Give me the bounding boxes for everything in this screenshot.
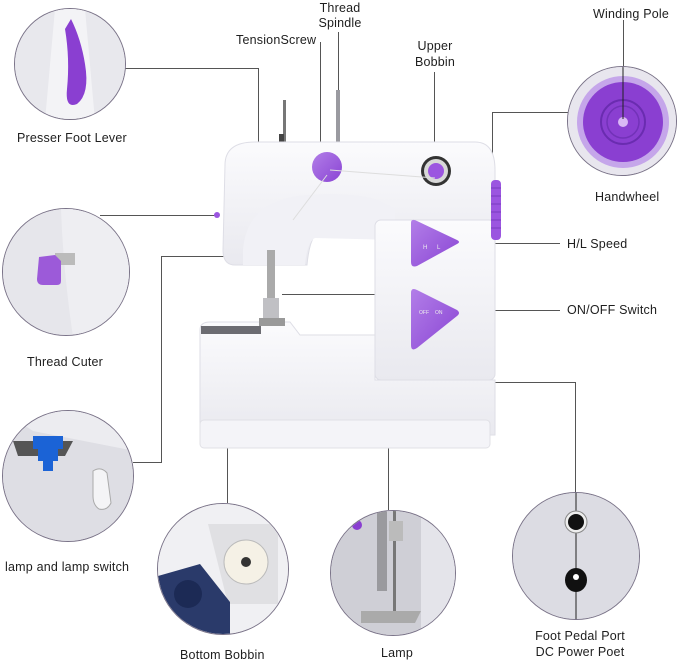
sewing-machine-illustration: H L OFF ON <box>195 90 505 460</box>
leader-on-off <box>455 310 560 311</box>
label-dc-power-port: DC Power Poet <box>535 645 625 659</box>
detail-lamp <box>330 510 456 636</box>
leader-handwheel-v <box>492 112 493 192</box>
thread-cutter-icon <box>37 255 61 285</box>
label-foot-pedal-port: Foot Pedal Port <box>535 629 625 643</box>
leader-thread-cutter <box>100 215 216 216</box>
label-lamp-switch: lamp and lamp switch <box>5 560 130 574</box>
leader-ports-v <box>575 382 576 512</box>
lamp-switch-icon <box>33 436 63 471</box>
label-thread-spindle-2: Spindle <box>318 16 362 30</box>
label-upper-bobbin-2: Bobbin <box>414 55 456 69</box>
detail-thread-cutter <box>2 208 130 336</box>
handwheel-edge <box>491 180 501 240</box>
on-off-button-shape <box>411 289 459 350</box>
winding-pole-icon <box>618 117 628 127</box>
leader-presser-foot-v <box>258 68 259 165</box>
leader-presser-foot <box>124 68 259 69</box>
presser-lever-icon <box>65 19 87 105</box>
label-lamp: Lamp <box>381 646 414 660</box>
detail-bottom-bobbin <box>157 503 289 635</box>
tension-screw-knob <box>312 152 342 182</box>
bulb-icon <box>92 468 112 510</box>
label-handwheel: Handwheel <box>595 190 660 204</box>
leader-lamp-h <box>282 294 389 295</box>
label-upper-bobbin-1: Upper <box>417 39 453 53</box>
detail-lamp-switch <box>2 410 134 542</box>
detail-ports <box>512 492 640 620</box>
speed-marking-h: H <box>423 245 428 251</box>
label-tension-screw: TensionScrew <box>236 33 317 47</box>
leader-thread-spindle <box>338 32 339 92</box>
speed-marking-l: L <box>437 245 441 251</box>
detail-presser-foot-lever <box>14 8 126 120</box>
leader-lamp-switch <box>133 462 162 463</box>
switch-marking-on: ON <box>435 310 443 316</box>
leader-hl-speed <box>455 243 560 244</box>
presser-spring-icon <box>377 511 387 591</box>
leader-ports-h <box>490 382 576 383</box>
hl-speed-button-shape <box>411 219 459 267</box>
detail-handwheel <box>567 66 677 176</box>
leader-lamp-switch-v <box>161 256 162 463</box>
leader-handwheel <box>492 112 568 113</box>
switch-marking-off: OFF <box>419 310 429 316</box>
leader-tension-screw <box>320 42 321 162</box>
label-on-off-switch: ON/OFF Switch <box>567 303 658 317</box>
label-bottom-bobbin: Bottom Bobbin <box>180 648 265 662</box>
leader-upper-bobbin <box>434 72 435 160</box>
label-thread-spindle-1: Thread <box>319 1 361 15</box>
label-hl-speed: H/L Speed <box>567 237 628 251</box>
leader-lamp-switch-h <box>161 256 241 257</box>
label-winding-pole: Winding Pole <box>593 7 670 21</box>
label-presser-foot-lever: Presser Foot Lever <box>17 131 127 145</box>
thread-spindle-rod <box>336 90 340 148</box>
presser-foot-icon <box>361 611 421 623</box>
label-thread-cutter: Thread Cuter <box>27 355 104 369</box>
